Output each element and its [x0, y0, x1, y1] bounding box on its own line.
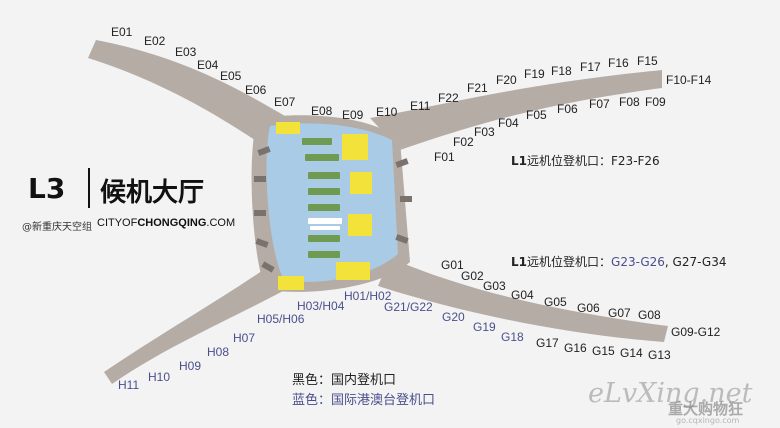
gate-label: G18 — [501, 330, 524, 344]
gate-label: E05 — [220, 69, 242, 83]
site-brand: CITYOFCHONGQING.COM — [97, 217, 235, 229]
gate-label: H05/H06 — [257, 312, 305, 326]
remote-lower-range-dom: , G27-G34 — [664, 255, 727, 269]
gate-label: G08 — [638, 308, 661, 322]
gate-label: F16 — [608, 56, 629, 70]
gate-label: E07 — [274, 95, 296, 109]
gate-label: F21 — [467, 81, 488, 95]
jet-bridges — [254, 146, 412, 273]
gate-label: E11 — [410, 99, 431, 113]
gate-label: F17 — [580, 60, 601, 74]
gate-label: F02 — [453, 135, 474, 149]
gate-label: G13 — [648, 348, 671, 362]
gate-label: F06 — [557, 102, 578, 116]
gate-label: F20 — [496, 73, 517, 87]
remote-stands-upper: L1远机位登机口：F23-F26 — [511, 152, 660, 169]
gate-label: G01 — [441, 258, 464, 272]
watermark-sub: 重大购物狂 — [668, 400, 744, 418]
pier-g — [378, 258, 668, 342]
floor-level: L3 — [28, 172, 66, 205]
remote-upper-range: F23-F26 — [611, 154, 660, 168]
check-in-counters — [302, 138, 340, 258]
gate-label: E03 — [175, 45, 197, 59]
concourse-area — [266, 123, 398, 282]
gate-label: H03/H04 — [297, 299, 345, 313]
gate-label: G14 — [620, 346, 643, 360]
site-brand-bold: CHONGQING — [137, 217, 207, 229]
gate-label: E08 — [311, 104, 333, 118]
gate-label: G04 — [511, 288, 534, 302]
gate-label: F19 — [524, 67, 545, 81]
gate-label: H07 — [233, 331, 256, 345]
gate-label: H10 — [148, 370, 171, 384]
watermark-url: go.cqxingo.com — [676, 416, 740, 425]
gate-label: G07 — [608, 306, 631, 320]
white-bars — [308, 218, 342, 230]
remote-stands-lower: L1远机位登机口：G23-G26, G27-G34 — [511, 253, 726, 270]
gate-label: G20 — [442, 310, 465, 324]
gate-label: F08 — [619, 95, 640, 109]
gate-label: F01 — [434, 150, 455, 164]
gate-label: G06 — [577, 301, 600, 315]
gate-label: F04 — [498, 116, 519, 130]
legend-domestic: 黑色：国内登机口 — [292, 373, 397, 388]
weibo-handle: @新重庆天空组 — [22, 222, 92, 233]
gate-label: F10-F14 — [666, 73, 712, 87]
gate-label: G02 — [461, 269, 484, 283]
gate-label: H11 — [118, 378, 140, 392]
site-brand-pre: CITYOF — [97, 217, 138, 229]
legend-international: 蓝色：国际港澳台登机口 — [292, 393, 436, 408]
pier-h — [104, 264, 300, 384]
gate-label: G15 — [592, 344, 615, 358]
gate-label: G03 — [483, 279, 506, 293]
gate-label: F18 — [551, 64, 572, 78]
gate-label: F09 — [645, 95, 666, 109]
pier-e — [88, 40, 292, 150]
gate-label: H08 — [207, 345, 230, 359]
pier-f — [370, 70, 662, 150]
gate-label: G19 — [473, 320, 496, 334]
gate-label: E02 — [144, 34, 166, 48]
remote-upper-text: 远机位登机口： — [527, 154, 612, 168]
gate-label: E04 — [197, 58, 219, 72]
remote-lower-range-intl: G23-G26 — [611, 255, 665, 269]
gate-label: F22 — [438, 91, 459, 105]
gate-label: E06 — [245, 83, 267, 97]
gate-label: E01 — [111, 25, 133, 39]
gate-label: G21/G22 — [384, 300, 433, 314]
gate-label: G17 — [536, 336, 559, 350]
remote-lower-prefix: L1 — [511, 255, 527, 269]
gate-label: H09 — [179, 359, 202, 373]
gate-label: G05 — [544, 295, 567, 309]
gate-label: F03 — [474, 125, 495, 139]
page-title: 候机大厅 — [100, 178, 205, 208]
gate-label: G16 — [564, 341, 587, 355]
gate-label: E10 — [376, 105, 398, 119]
gate-label: F07 — [589, 97, 610, 111]
watermark: eLvXing.net — [588, 378, 753, 409]
title-divider — [88, 168, 90, 208]
gate-label: F15 — [637, 54, 658, 68]
remote-upper-prefix: L1 — [511, 154, 527, 168]
remote-lower-text: 远机位登机口： — [527, 255, 612, 269]
gate-label: G09-G12 — [671, 325, 721, 339]
gate-label: H01/H02 — [344, 289, 392, 303]
gate-label: F05 — [526, 108, 547, 122]
gate-label: E09 — [342, 108, 364, 122]
service-blocks — [276, 122, 372, 290]
site-brand-post: .COM — [206, 217, 236, 229]
